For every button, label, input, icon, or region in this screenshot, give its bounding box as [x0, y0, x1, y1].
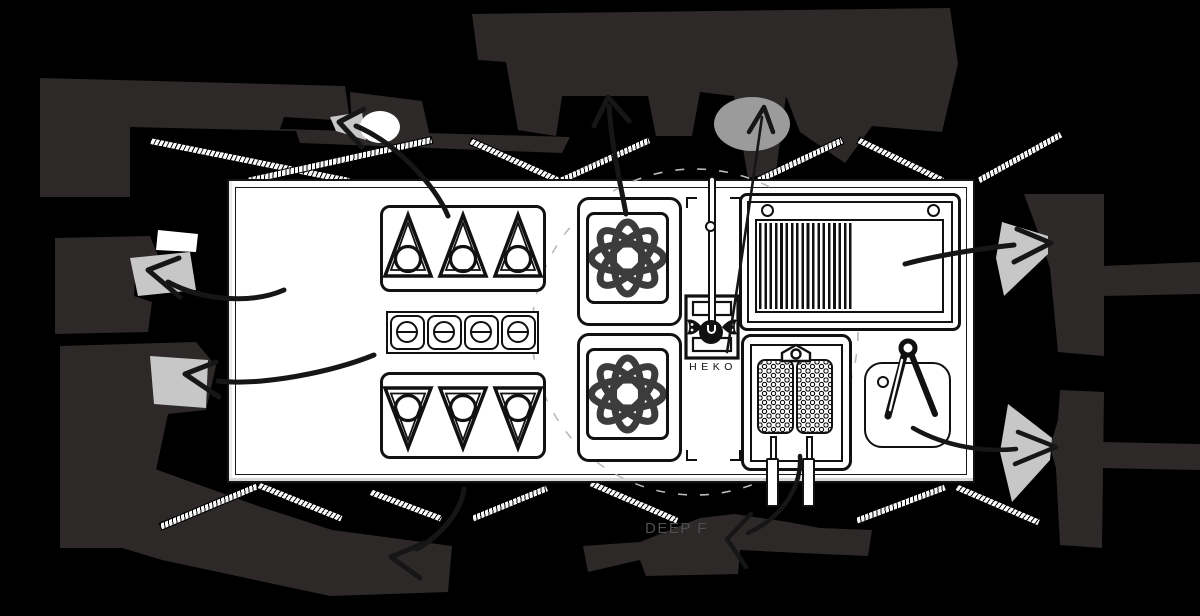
- burner-frame: [586, 348, 669, 440]
- burner-bottom: [577, 333, 682, 462]
- cable-hatch: [954, 482, 1042, 527]
- atom-icon: [589, 218, 666, 298]
- cable-hatch: [588, 478, 680, 525]
- screw-icon: [761, 204, 774, 217]
- light-patch: [360, 111, 400, 143]
- pad-hole-icon: [877, 376, 889, 388]
- zone-bracket: [686, 197, 697, 208]
- cable-hatch: [368, 487, 444, 523]
- compass-icon: [884, 338, 938, 420]
- control-knob: [500, 314, 536, 350]
- compass-tool-pad: [864, 362, 951, 448]
- deep-fryer-caption: DEEP F: [645, 520, 708, 537]
- knob-screw-icon: [470, 321, 492, 343]
- cone-rack-art: [383, 210, 543, 278]
- label-blob: [583, 514, 872, 576]
- zone-bracket: [730, 197, 741, 208]
- lever-pivot: [699, 320, 723, 344]
- burner-top: [577, 197, 682, 326]
- control-knob: [426, 314, 462, 350]
- control-knob: [463, 314, 499, 350]
- cable-hatch: [158, 481, 260, 531]
- screw-icon: [927, 204, 940, 217]
- fryer-basket-right: [796, 359, 833, 434]
- label-blob: [55, 236, 158, 334]
- atom-icon: [589, 354, 666, 434]
- fryer-basket-left: [757, 359, 794, 434]
- lever-rod-knot: [705, 221, 716, 232]
- label-blob: [1102, 262, 1200, 296]
- cable-hatch: [856, 135, 946, 185]
- label-blob: [1102, 442, 1200, 470]
- label-blob: [1024, 194, 1104, 356]
- knob-row: [386, 311, 539, 354]
- grille-content: [755, 219, 944, 313]
- lever-rod: [708, 176, 716, 328]
- cable-hatch: [256, 480, 344, 523]
- light-patch: [150, 356, 208, 408]
- cup-rack: [380, 372, 546, 459]
- cable-hatch: [468, 136, 563, 185]
- control-knob: [389, 314, 425, 350]
- pivot-u-icon: [706, 325, 716, 334]
- grille-stripes: [759, 223, 852, 309]
- vent-grille-panel: [739, 193, 961, 331]
- basket-handle-left: [766, 458, 779, 507]
- label-blob: [1050, 390, 1104, 548]
- cable-hatch: [558, 135, 652, 185]
- zone-bracket: [730, 450, 741, 461]
- lever-brand-label: HEKO: [689, 361, 737, 373]
- fryer-clip-icon: [780, 343, 812, 363]
- knob-screw-icon: [507, 321, 529, 343]
- light-patch: [1000, 404, 1052, 502]
- zone-bracket: [686, 450, 697, 461]
- knob-screw-icon: [396, 321, 418, 343]
- deep-fryer: [741, 334, 852, 471]
- label-blob: [350, 92, 430, 137]
- light-patch: [330, 112, 366, 140]
- light-patch: [156, 230, 198, 252]
- cable-hatch: [976, 130, 1064, 184]
- cable-hatch: [755, 135, 845, 185]
- cone-rack: [380, 205, 546, 292]
- light-patch: [130, 252, 196, 296]
- cable-hatch: [470, 483, 550, 523]
- knob-screw-icon: [433, 321, 455, 343]
- cup-rack-art: [383, 386, 543, 453]
- cable-hatch: [854, 482, 948, 525]
- burner-frame: [586, 212, 669, 304]
- light-patch: [996, 222, 1048, 296]
- basket-handle-right: [802, 458, 815, 507]
- light-patch: [714, 97, 790, 151]
